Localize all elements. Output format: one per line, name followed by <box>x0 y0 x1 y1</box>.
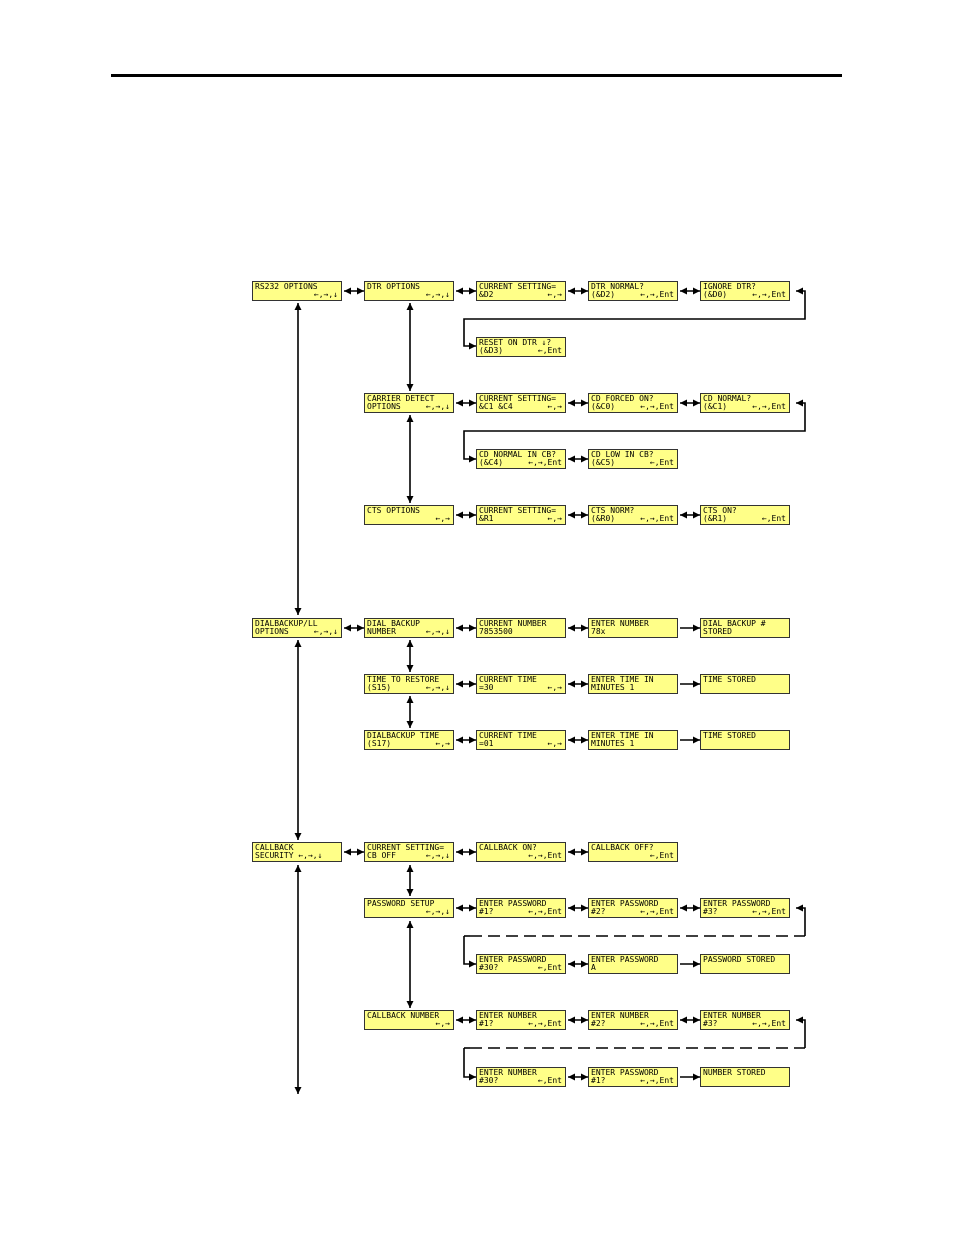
box-cd-normal: CD NORMAL?(&C1)←,→,Ent <box>700 393 790 413</box>
box-dtr-options: DTR OPTIONS←,→,↓ <box>364 281 454 301</box>
box-cb-enter-password-1: ENTER PASSWORD#1?←,→,Ent <box>588 1067 678 1087</box>
box-cd-current-setting: CURRENT SETTING=&C1 &C4←,→ <box>476 393 566 413</box>
box-restore-current-time: CURRENT TIME=30←,→ <box>476 674 566 694</box>
box-enter-password-30: ENTER PASSWORD#30?←,Ent <box>476 954 566 974</box>
box-cd-low-in-cb: CD LOW IN CB?(&C5)←,Ent <box>588 449 678 469</box>
box-enter-password-2: ENTER PASSWORD#2?←,→,Ent <box>588 898 678 918</box>
box-enter-number-1: ENTER NUMBER#1?←,→,Ent <box>476 1010 566 1030</box>
box-restore-time-stored: TIME STORED <box>700 674 790 694</box>
box-cd-forced-on: CD FORCED ON?(&C0)←,→,Ent <box>588 393 678 413</box>
box-enter-number-30: ENTER NUMBER#30?←,Ent <box>476 1067 566 1087</box>
box-dial-backup-stored: DIAL BACKUP #STORED <box>700 618 790 638</box>
box-number-stored: NUMBER STORED <box>700 1067 790 1087</box>
box-enter-number-2: ENTER NUMBER#2?←,→,Ent <box>588 1010 678 1030</box>
box-cts-options: CTS OPTIONS←,→ <box>364 505 454 525</box>
box-password-stored: PASSWORD STORED <box>700 954 790 974</box>
header-rule <box>111 74 842 77</box>
box-cts-on: CTS ON?(&R1)←,Ent <box>700 505 790 525</box>
box-cb-current-setting: CURRENT SETTING=CB OFF←,→,↓ <box>364 842 454 862</box>
box-dtr-current-setting: CURRENT SETTING=&D2←,→ <box>476 281 566 301</box>
box-enter-password-1: ENTER PASSWORD#1?←,→,Ent <box>476 898 566 918</box>
box-time-to-restore: TIME TO RESTORE(S15)←,→,↓ <box>364 674 454 694</box>
box-dialbackup-time-stored: TIME STORED <box>700 730 790 750</box>
box-callback-off: CALLBACK OFF?←,Ent <box>588 842 678 862</box>
box-enter-number-3: ENTER NUMBER#3?←,→,Ent <box>700 1010 790 1030</box>
box-callback-number: CALLBACK NUMBER←,→ <box>364 1010 454 1030</box>
box-dialbackup-time: DIALBACKUP TIME(S17)←,→ <box>364 730 454 750</box>
box-ignore-dtr: IGNORE DTR?(&D0)←,→,Ent <box>700 281 790 301</box>
box-cts-norm: CTS NORM?(&R0)←,→,Ent <box>588 505 678 525</box>
box-cts-current-setting: CURRENT SETTING=&R1←,→ <box>476 505 566 525</box>
box-password-setup: PASSWORD SETUP←,→,↓ <box>364 898 454 918</box>
box-dialbackup-current-time: CURRENT TIME=01←,→ <box>476 730 566 750</box>
box-enter-password-3: ENTER PASSWORD#3?←,→,Ent <box>700 898 790 918</box>
box-rs232-options: RS232 OPTIONS←,→,↓ <box>252 281 342 301</box>
box-callback-on: CALLBACK ON?←,→,Ent <box>476 842 566 862</box>
box-reset-on-dtr: RESET ON DTR ↓?(&D3)←,Ent <box>476 337 566 357</box>
box-cd-normal-in-cb: CD NORMAL IN CB?(&C4)←,→,Ent <box>476 449 566 469</box>
box-dtr-normal: DTR NORMAL?(&D2)←,→,Ent <box>588 281 678 301</box>
